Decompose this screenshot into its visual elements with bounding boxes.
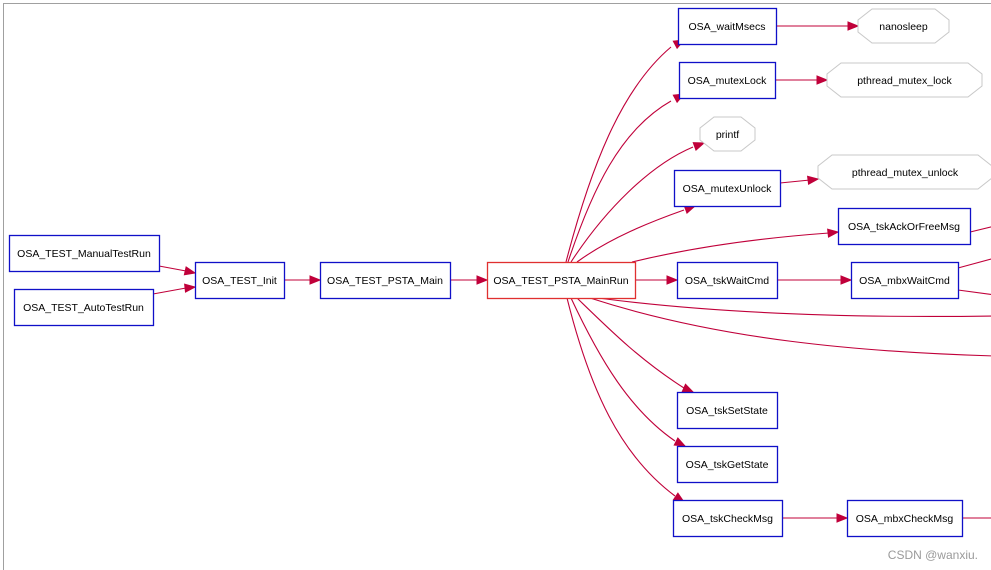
arrowhead-checkmsg-to-mbxcheckmsg (836, 513, 849, 523)
node-label: pthread_mutex_lock (857, 75, 952, 87)
node-label: pthread_mutex_unlock (852, 167, 959, 179)
node-label: OSA_mbxCheckMsg (856, 513, 954, 525)
node-box-shape (850, 261, 960, 300)
edge-mainrun-to-printf (570, 146, 694, 263)
edge-mainrun-to-getstate (570, 297, 676, 442)
edge-offscreen-1 (957, 258, 991, 269)
node-label: OSA_tskAckOrFreeMsg (848, 221, 960, 233)
node-label: OSA_tskSetState (686, 405, 768, 417)
edges-layer (152, 21, 991, 523)
node-ackorfree[interactable]: OSA_tskAckOrFreeMsg (837, 207, 972, 246)
node-box-shape (677, 7, 778, 46)
node-box-shape (13, 288, 155, 327)
node-printf[interactable]: printf (699, 116, 756, 152)
node-waitmsecs[interactable]: OSA_waitMsecs (677, 7, 778, 46)
arrowhead-auto-to-init (184, 283, 197, 293)
edge-mainrun-to-mutexlock (567, 100, 672, 263)
edge-offscreen-2 (957, 289, 991, 296)
arrowhead-mainrun-to-getstate (673, 437, 687, 447)
node-mbxwaitcmd[interactable]: OSA_mbxWaitCmd (850, 261, 960, 300)
arrowhead-mutexlock-to-pmutexlock (816, 75, 829, 85)
edge-mainrun-to-checkmsg (566, 297, 676, 497)
node-octagon-shape (817, 154, 991, 190)
arrowhead-waitmsecs-to-nanosleep (847, 21, 860, 31)
node-box-shape (676, 445, 779, 484)
node-label: OSA_tskGetState (686, 459, 769, 471)
node-box-shape (673, 169, 782, 208)
edge-mainrun-to-waitmsecs (565, 46, 672, 263)
node-label: OSA_TEST_AutoTestRun (23, 302, 144, 314)
node-pstamain[interactable]: OSA_TEST_PSTA_Main (319, 261, 452, 300)
node-pmutexlock[interactable]: pthread_mutex_lock (826, 62, 983, 98)
nodes-layer: OSA_TEST_ManualTestRunOSA_TEST_AutoTestR… (8, 7, 991, 538)
node-box-highlighted-shape (486, 261, 637, 300)
node-label: OSA_TEST_PSTA_Main (327, 275, 443, 287)
node-octagon-shape (857, 8, 950, 44)
diagram-frame (3, 3, 991, 570)
edge-offscreen-3 (597, 297, 991, 318)
arrowhead-mainrun-to-waitcmd (666, 275, 679, 285)
node-label: OSA_TEST_Init (202, 275, 277, 287)
node-label: nanosleep (879, 21, 928, 33)
edge-mainrun-to-setstate (576, 297, 685, 389)
node-auto[interactable]: OSA_TEST_AutoTestRun (13, 288, 155, 327)
node-mbxcheckmsg[interactable]: OSA_mbxCheckMsg (846, 499, 964, 538)
node-mainrun[interactable]: OSA_TEST_PSTA_MainRun (486, 261, 637, 300)
node-label: OSA_TEST_PSTA_MainRun (493, 275, 628, 287)
node-pmutexunlock[interactable]: pthread_mutex_unlock (817, 154, 991, 190)
edge-auto-to-init (152, 287, 187, 295)
node-setstate[interactable]: OSA_tskSetState (676, 391, 779, 430)
arrowhead-mainrun-to-printf (692, 142, 706, 152)
watermark: CSDN @wanxiu. (887, 548, 978, 562)
node-box-shape (8, 234, 161, 273)
arrowhead-manual-to-init (183, 266, 197, 276)
arrowhead-waitcmd-to-mbxwaitcmd (840, 275, 853, 285)
node-manual[interactable]: OSA_TEST_ManualTestRun (8, 234, 161, 273)
node-box-shape (678, 61, 777, 100)
node-octagon-shape (699, 116, 756, 152)
node-checkmsg[interactable]: OSA_tskCheckMsg (672, 499, 784, 538)
arrowhead-init-to-pstamain (309, 275, 322, 285)
node-label: OSA_waitMsecs (688, 21, 765, 33)
node-label: OSA_tskWaitCmd (685, 275, 769, 287)
node-mutexunlock[interactable]: OSA_mutexUnlock (673, 169, 782, 208)
edge-mainrun-to-mutexunlock (576, 209, 685, 263)
edge-manual-to-init (158, 265, 187, 272)
node-nanosleep[interactable]: nanosleep (857, 8, 950, 44)
node-box-shape (676, 391, 779, 430)
node-box-shape (194, 261, 286, 300)
node-waitcmd[interactable]: OSA_tskWaitCmd (676, 261, 779, 300)
edge-mutexunlock-to-pmutexunlock (779, 179, 811, 184)
node-box-shape (846, 499, 964, 538)
node-label: OSA_mutexLock (688, 75, 768, 87)
arrowhead-pstamain-to-mainrun (476, 275, 489, 285)
node-label: OSA_tskCheckMsg (682, 513, 773, 525)
node-box-shape (319, 261, 452, 300)
node-label: OSA_mbxWaitCmd (859, 275, 950, 287)
edge-offscreen-4 (589, 297, 991, 357)
node-getstate[interactable]: OSA_tskGetState (676, 445, 779, 484)
node-label: printf (716, 129, 739, 141)
node-box-shape (837, 207, 972, 246)
arrowhead-mainrun-to-setstate (681, 383, 695, 393)
node-box-shape (672, 499, 784, 538)
node-label: OSA_TEST_ManualTestRun (17, 248, 151, 260)
node-mutexlock[interactable]: OSA_mutexLock (678, 61, 777, 100)
arrowhead-mainrun-to-ackorfree (827, 228, 840, 238)
node-init[interactable]: OSA_TEST_Init (194, 261, 286, 300)
node-octagon-shape (826, 62, 983, 98)
node-label: OSA_mutexUnlock (683, 183, 772, 195)
node-box-shape (676, 261, 779, 300)
arrowhead-mutexunlock-to-pmutexunlock (806, 175, 820, 186)
edge-mainrun-to-ackorfree (631, 232, 830, 263)
